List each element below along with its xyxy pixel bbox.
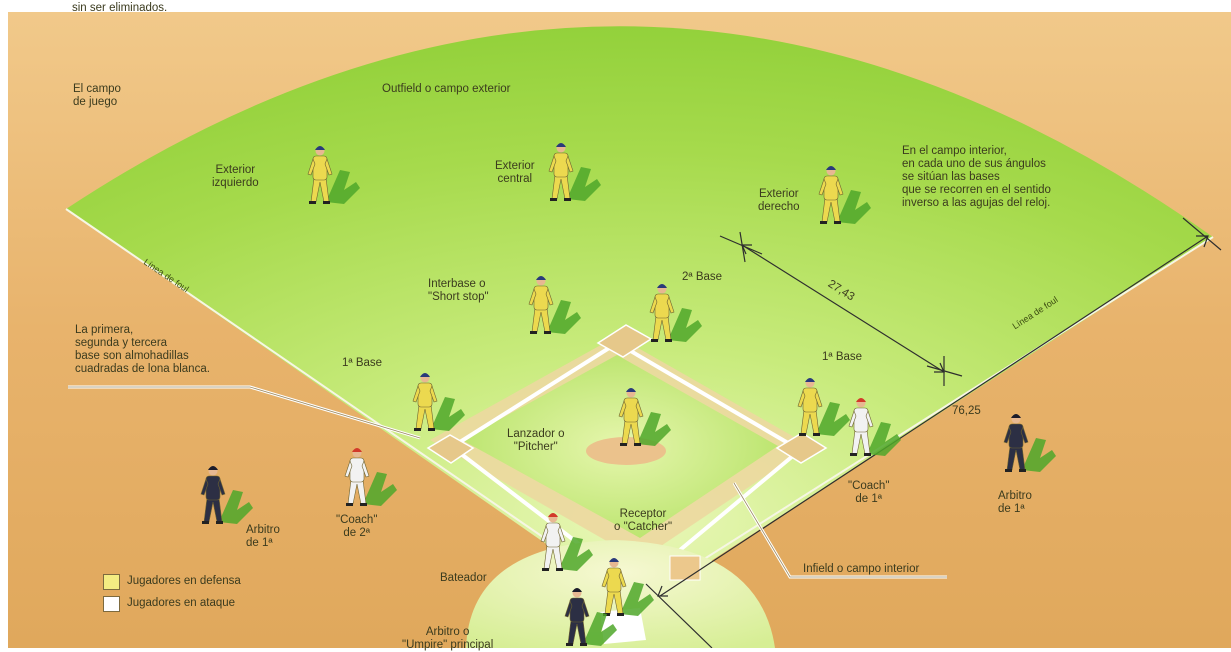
label-home-umpire: Arbitro o "Umpire" principal — [402, 626, 493, 652]
label-umpire-left: Arbitro de 1ª — [246, 524, 280, 550]
header-fragment: sin ser eliminados. — [72, 2, 167, 15]
label-infield: Infield o campo interior — [803, 563, 919, 576]
label-base-right: 1ª Base — [822, 351, 862, 364]
label-bases-note: En el campo interior, en cada uno de sus… — [902, 145, 1051, 210]
label-pitcher: Lanzador o "Pitcher" — [507, 428, 565, 454]
label-center-field: Exterior central — [495, 160, 535, 186]
batters-box — [670, 556, 700, 580]
legend-swatch-defense — [103, 574, 120, 590]
label-catcher: Receptor o "Catcher" — [614, 508, 672, 534]
legend-label-defense: Jugadores en defensa — [127, 575, 241, 588]
label-base-left: 1ª Base — [342, 357, 382, 370]
label-coach-right: "Coach" de 1ª — [848, 480, 889, 506]
legend-label-offense: Jugadores en ataque — [127, 597, 235, 610]
label-batter: Bateador — [440, 572, 487, 585]
legend-swatch-offense — [103, 596, 120, 612]
label-umpire-right: Arbitro de 1ª — [998, 490, 1032, 516]
label-bases-desc: La primera, segunda y tercera base son a… — [75, 324, 210, 376]
label-coach-left: "Coach" de 2ª — [336, 514, 377, 540]
label-playing-field: El campo de juego — [73, 83, 121, 109]
label-dist-outfield: 76,25 — [952, 405, 981, 418]
label-left-field: Exterior izquierdo — [212, 164, 259, 190]
label-right-field: Exterior derecho — [758, 188, 800, 214]
label-outfield: Outfield o campo exterior — [382, 83, 510, 96]
label-shortstop: Interbase o "Short stop" — [428, 278, 489, 304]
label-second-base: 2ª Base — [682, 271, 722, 284]
